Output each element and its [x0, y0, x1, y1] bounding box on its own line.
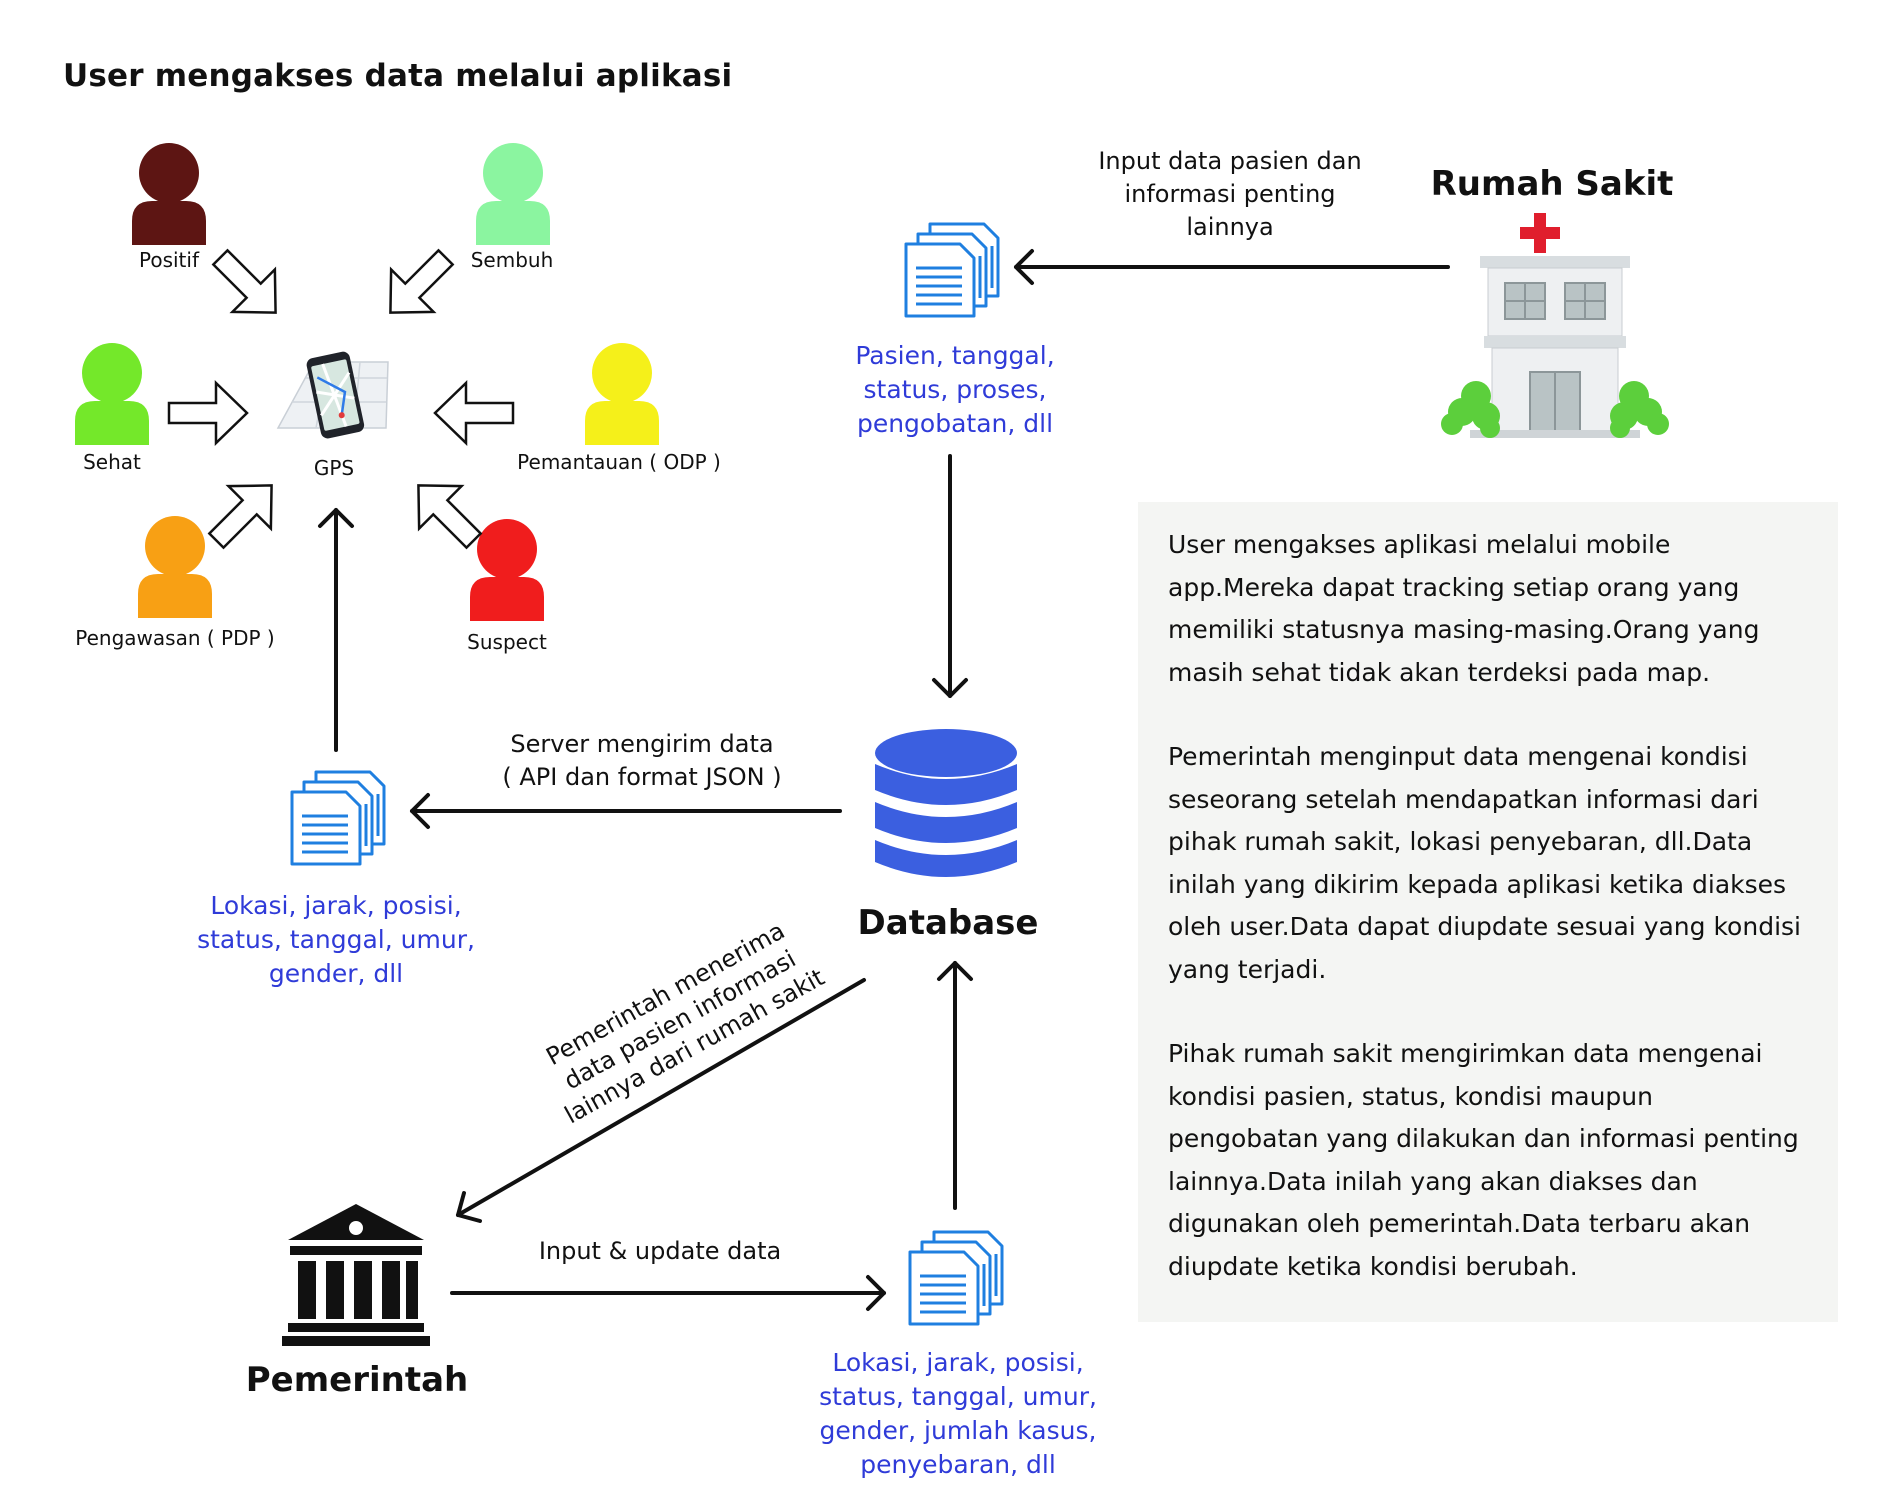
arrow-docs-to-gps [318, 508, 354, 752]
label-sehat: Sehat [83, 450, 141, 474]
info-panel: User mengakses aplikasi melalui mobile a… [1138, 502, 1838, 1322]
label-pemerintah: Pemerintah [245, 1360, 469, 1400]
label-positif: Positif [139, 248, 199, 272]
info-paragraph-rumah-sakit: Pihak rumah sakit mengirimkan data menge… [1168, 1039, 1799, 1281]
label-pengawasan: Pengawasan ( PDP ) [75, 626, 275, 650]
hospital-docs-icon [904, 222, 1000, 318]
server-docs-icon [290, 770, 386, 866]
database-icon [875, 729, 1017, 877]
info-paragraph-user: User mengakses aplikasi melalui mobile a… [1168, 530, 1760, 687]
arrow-docs-to-database-up [937, 961, 973, 1210]
hospital-doc-items: Pasien, tanggal, status, proses, pengoba… [855, 341, 1055, 438]
label-sembuh: Sembuh [470, 248, 554, 272]
arrow-database-to-docs [410, 793, 842, 829]
arrow-sehat-to-gps [167, 381, 249, 445]
person-sembuh-icon [476, 143, 550, 245]
label-hospital-flow: Input data pasien dan informasi penting … [1098, 147, 1362, 241]
government-building-icon [282, 1204, 430, 1346]
page-title: User mengakses data melalui aplikasi [63, 58, 733, 94]
government-docs-icon [908, 1230, 1004, 1326]
label-suspect: Suspect [467, 630, 547, 654]
arrow-positif-to-gps [197, 234, 299, 336]
label-gps: GPS [313, 456, 355, 480]
arrow-database-to-government [456, 978, 866, 1223]
label-server-flow: Server mengirim data ( API dan format JS… [502, 730, 782, 791]
person-pengawasan-icon [138, 516, 212, 618]
label-database: Database [857, 903, 1039, 943]
person-pemantauan-icon [585, 343, 659, 445]
person-sehat-icon [75, 343, 149, 445]
hospital-building-icon [1441, 213, 1669, 438]
label-input-update: Input & update data [538, 1237, 782, 1265]
info-paragraph-pemerintah: Pemerintah menginput data mengenai kondi… [1168, 742, 1801, 984]
arrow-pemantauan-to-gps [433, 381, 515, 445]
arrow-pengawasan-to-gps [193, 462, 295, 564]
arrow-government-to-docs [450, 1275, 886, 1311]
label-rumah-sakit: Rumah Sakit [1430, 164, 1674, 204]
person-positif-icon [132, 143, 206, 245]
smartphone-map-icon [276, 351, 389, 439]
arrow-sembuh-to-gps [367, 234, 469, 336]
arrow-hospital-to-docs [1014, 249, 1450, 285]
server-doc-items: Lokasi, jarak, posisi, status, tanggal, … [197, 891, 475, 988]
arrow-docs-to-database [932, 454, 968, 698]
label-pemantauan: Pemantauan ( ODP ) [517, 450, 721, 474]
government-doc-items: Lokasi, jarak, posisi, status, tanggal, … [819, 1348, 1097, 1479]
